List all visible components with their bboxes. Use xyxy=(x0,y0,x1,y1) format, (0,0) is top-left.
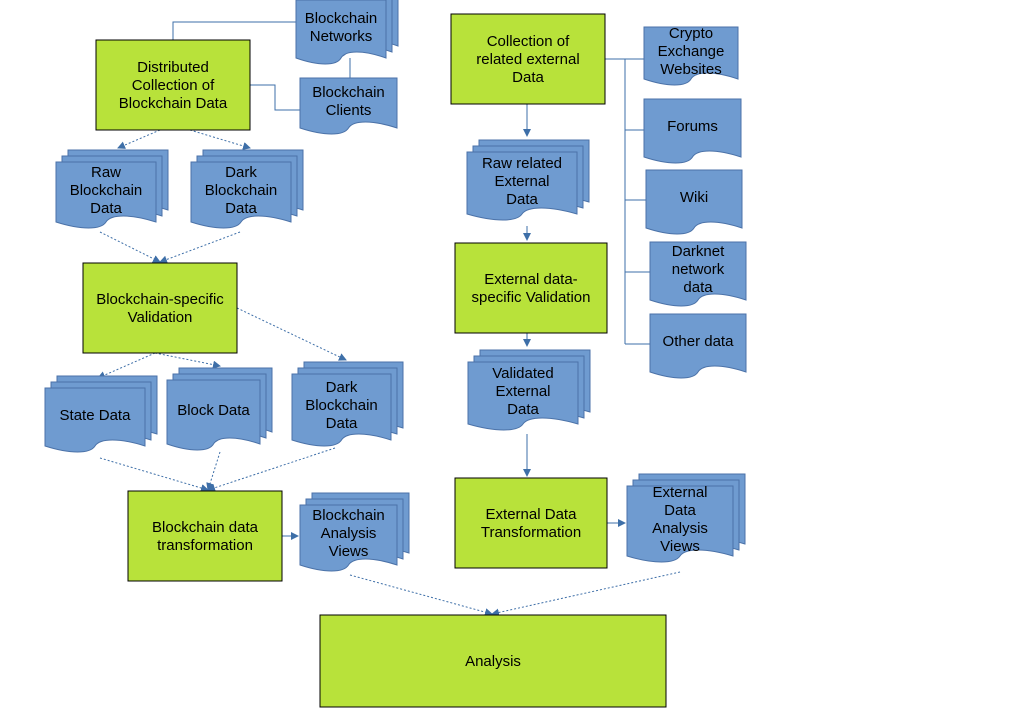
block-data-document: Block Data xyxy=(166,367,273,451)
connectors xyxy=(97,21,681,617)
validated-ext-label: External xyxy=(495,383,550,400)
validation-to-dark2-connector xyxy=(236,307,347,361)
dark-bc2-label: Blockchain xyxy=(305,397,378,414)
raw-bc-label: Raw xyxy=(91,164,121,181)
state-to-transform-connector xyxy=(99,457,209,492)
other-label: Other data xyxy=(663,333,735,350)
ext-views-label: Views xyxy=(660,538,700,555)
distributed-label: Collection of xyxy=(132,77,215,94)
ext-validation-label: specific Validation xyxy=(472,289,591,306)
bc-clients-label: Blockchain xyxy=(312,84,385,101)
crypto-label: Websites xyxy=(660,61,721,78)
raw-bc-label: Blockchain xyxy=(70,182,143,199)
ext-validation-process: External data-specific Validation xyxy=(454,242,608,334)
distributed-label: Blockchain Data xyxy=(119,95,228,112)
dark-bc2-label: Dark xyxy=(326,379,358,396)
crypto-label: Exchange xyxy=(658,43,725,60)
dark-to-validation-connector xyxy=(159,231,241,264)
ext-transform-label: External Data xyxy=(486,506,578,523)
dark-bc-label: Blockchain xyxy=(205,182,278,199)
raw-ext-label: Data xyxy=(506,191,538,208)
collection-ext-label: Data xyxy=(512,69,544,86)
validated-ext-label: Validated xyxy=(492,365,553,382)
raw-bc-label: Data xyxy=(90,200,122,217)
forums-label: Forums xyxy=(667,118,718,135)
views-to-analysis-connector xyxy=(349,574,493,617)
wiki-label: Wiki xyxy=(680,189,708,206)
bc-validation-label: Blockchain-specific xyxy=(96,291,224,308)
raw-ext-label: Raw related xyxy=(482,155,562,172)
distributed-to-clients-connector xyxy=(250,84,300,111)
distributed-to-raw-connector xyxy=(117,129,161,149)
networks-to-distributed-connector xyxy=(172,21,296,40)
bc-clients-label: Clients xyxy=(326,102,372,119)
validation-to-state-connector xyxy=(97,352,156,379)
block-to-transform-connector xyxy=(206,451,221,491)
distributed-to-dark-connector xyxy=(189,129,251,150)
darknet-label: Darknet xyxy=(672,243,725,260)
collection-ext-label: related external xyxy=(476,51,579,68)
dark-bc-label: Data xyxy=(225,200,257,217)
wiki-document: Wiki xyxy=(645,169,743,235)
ext-views-label: External xyxy=(652,484,707,501)
collection-ext-label: Collection of xyxy=(487,33,570,50)
ext-views-label: Data xyxy=(664,502,696,519)
dark-bc-label: Dark xyxy=(225,164,257,181)
ext-validation-label: External data- xyxy=(484,271,577,288)
crypto-label: Crypto xyxy=(669,25,713,42)
block-data-label: Block Data xyxy=(177,402,250,419)
dark2-to-transform-connector xyxy=(207,447,336,492)
bc-validation-label: Validation xyxy=(128,309,193,326)
bc-views-label: Analysis xyxy=(321,525,377,542)
bc-networks-label: Blockchain xyxy=(305,10,378,27)
validation-to-block-connector xyxy=(154,352,221,369)
ext-views-label: Analysis xyxy=(652,520,708,537)
other-document: Other data xyxy=(649,313,747,379)
analysis-process: Analysis xyxy=(319,614,667,708)
bc-networks-label: Networks xyxy=(310,28,373,45)
raw-to-validation-connector xyxy=(99,231,161,263)
bc-transform-label: Blockchain data xyxy=(152,519,259,536)
dark-bc2-label: Data xyxy=(326,415,358,432)
analysis-label: Analysis xyxy=(465,653,521,670)
extviews-to-analysis-connector xyxy=(491,571,681,617)
ext-transform-label: Transformation xyxy=(481,524,581,541)
state-data-label: State Data xyxy=(60,407,132,424)
darknet-label: data xyxy=(683,279,713,296)
distributed-label: Distributed xyxy=(137,59,209,76)
validated-ext-label: Data xyxy=(507,401,539,418)
bc-transform-label: transformation xyxy=(157,537,253,554)
bc-views-label: Views xyxy=(329,543,369,560)
raw-ext-label: External xyxy=(494,173,549,190)
darknet-label: network xyxy=(672,261,725,278)
bc-views-label: Blockchain xyxy=(312,507,385,524)
state-data-document: State Data xyxy=(44,375,158,453)
forums-document: Forums xyxy=(643,98,742,164)
